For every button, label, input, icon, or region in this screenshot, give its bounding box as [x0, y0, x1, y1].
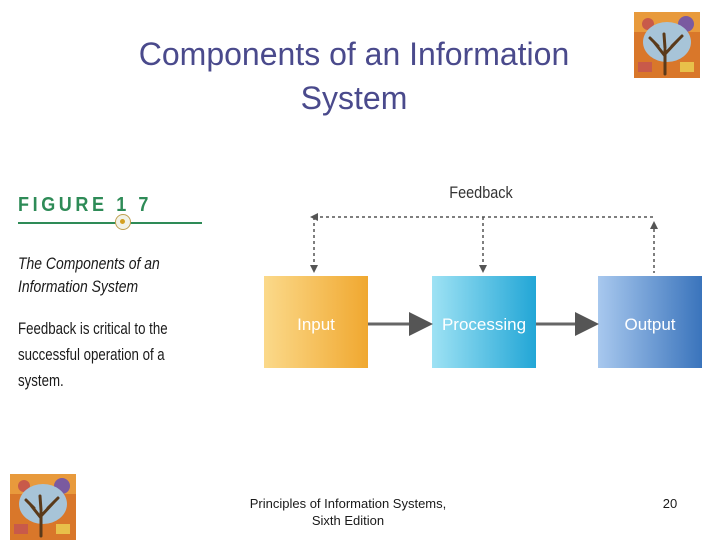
output-to-feedback-arrowhead-icon — [650, 221, 658, 229]
processing-label: Processing — [442, 315, 526, 334]
figure-caption-title: The Components of an Information System — [18, 254, 160, 296]
footer-text: Principles of Information Systems, Sixth… — [220, 495, 476, 529]
slide-title-line2: System — [300, 80, 408, 116]
system-diagram: Feedback Input Processing Output — [264, 184, 702, 368]
feedback-to-input-arrowhead-icon — [310, 265, 318, 273]
footer-line2: Sixth Edition — [311, 513, 385, 528]
tree-logo-icon — [634, 12, 700, 78]
slide-title-line1: Components of an Information — [138, 36, 570, 72]
slide-title: Components of an Information System — [60, 32, 648, 120]
input-box — [264, 276, 368, 368]
output-box — [598, 276, 702, 368]
footer-line1: Principles of Information Systems, — [249, 496, 447, 511]
figure-label: FIGURE 1 7 — [18, 194, 153, 216]
page-number: 20 — [662, 496, 678, 511]
processing-box — [432, 276, 536, 368]
output-label: Output — [624, 315, 675, 334]
feedback-to-processing-arrowhead-icon — [479, 265, 487, 273]
figure-divider — [18, 222, 202, 224]
input-label: Input — [297, 315, 335, 334]
feedback-label: Feedback — [449, 184, 513, 202]
tree-logo-icon — [10, 474, 76, 540]
figure-caption-body: Feedback is critical to the successful o… — [18, 319, 168, 390]
figure-bullet-icon — [115, 214, 131, 230]
